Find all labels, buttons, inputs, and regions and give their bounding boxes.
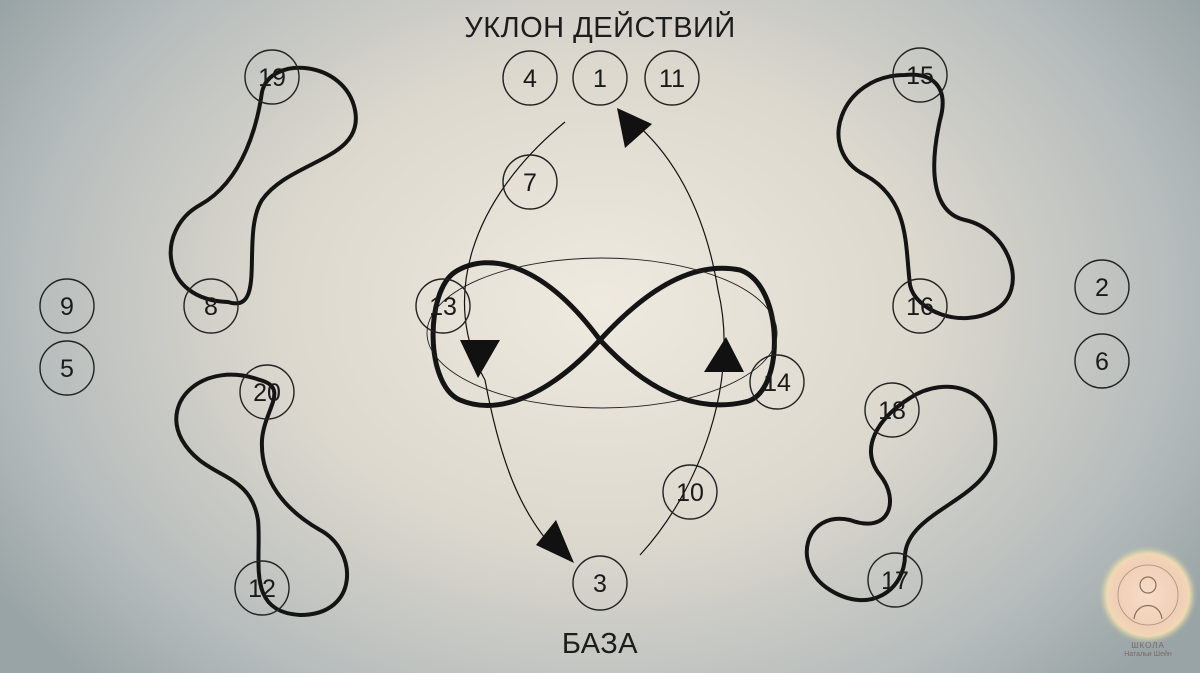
node-11: 11 <box>644 50 700 106</box>
arrow-up-top <box>617 108 652 148</box>
node-label: 11 <box>659 65 685 93</box>
node-label: 14 <box>763 369 791 397</box>
node-label: 18 <box>878 397 906 425</box>
node-label: 17 <box>881 567 909 595</box>
node-circle <box>572 555 628 611</box>
figure-eight-top-left <box>168 65 358 306</box>
node-circle <box>892 47 948 103</box>
node-label: 15 <box>906 62 934 90</box>
node-label: 16 <box>906 293 934 321</box>
node-circle <box>183 278 239 334</box>
node-label: 12 <box>248 575 276 603</box>
node-label: 6 <box>1095 348 1109 376</box>
figure-eight-top-right <box>836 72 1015 321</box>
node-circle <box>1074 259 1130 315</box>
node-6: 6 <box>1074 333 1130 389</box>
arrow-down-left <box>460 340 500 378</box>
node-circle <box>239 364 295 420</box>
node-9: 9 <box>39 278 95 334</box>
node-circle <box>502 154 558 210</box>
node-8: 8 <box>183 278 239 334</box>
node-circle <box>644 50 700 106</box>
school-logo: ШКОЛА Натальи Шейн <box>1100 553 1196 671</box>
logo-emblem-icon <box>1106 553 1190 637</box>
node-circle <box>572 50 628 106</box>
node-12: 12 <box>234 560 290 616</box>
central-thin-outline <box>426 257 778 409</box>
node-3: 3 <box>572 555 628 611</box>
node-circle <box>39 340 95 396</box>
node-17: 17 <box>867 552 923 608</box>
node-circle <box>749 354 805 410</box>
node-4: 4 <box>502 50 558 106</box>
node-2: 2 <box>1074 259 1130 315</box>
node-10: 10 <box>662 464 718 520</box>
node-19: 19 <box>244 49 300 105</box>
node-circle <box>892 278 948 334</box>
node-label: 2 <box>1095 274 1109 302</box>
node-label: 5 <box>60 355 74 383</box>
node-label: 8 <box>204 293 218 321</box>
node-5: 5 <box>39 340 95 396</box>
node-label: 19 <box>258 64 286 92</box>
node-circle <box>234 560 290 616</box>
logo-line2: Натальи Шейн <box>1124 651 1172 658</box>
arrow-up-right <box>704 337 744 372</box>
node-circle <box>864 382 920 438</box>
figure-eight-bottom-right <box>804 384 998 602</box>
node-circle <box>39 278 95 334</box>
node-label: 4 <box>523 65 537 93</box>
node-20: 20 <box>239 364 295 420</box>
node-15: 15 <box>892 47 948 103</box>
arrow-down-bottom <box>536 520 574 563</box>
diagram-title: УКЛОН ДЕЙСТВИЙ <box>464 12 736 44</box>
node-label: 9 <box>60 293 74 321</box>
node-circle <box>244 49 300 105</box>
node-label: 20 <box>253 379 281 407</box>
node-14: 14 <box>749 354 805 410</box>
node-circle <box>662 464 718 520</box>
node-label: 7 <box>523 169 537 197</box>
node-13: 13 <box>415 278 471 334</box>
figure-eight-bottom-left <box>174 372 350 618</box>
node-circle <box>1074 333 1130 389</box>
logo-line1: ШКОЛА <box>1131 641 1165 650</box>
node-7: 7 <box>502 154 558 210</box>
node-18: 18 <box>864 382 920 438</box>
node-circle <box>867 552 923 608</box>
node-label: 1 <box>593 65 607 93</box>
node-label: 13 <box>429 293 457 321</box>
node-label: 10 <box>676 479 704 507</box>
node-circle <box>415 278 471 334</box>
node-label: 3 <box>593 570 607 598</box>
node-circle <box>502 50 558 106</box>
arc-right <box>639 289 725 556</box>
node-1: 1 <box>572 50 628 106</box>
node-16: 16 <box>892 278 948 334</box>
central-infinity-loop <box>430 260 777 408</box>
base-label: БАЗА <box>561 628 639 660</box>
